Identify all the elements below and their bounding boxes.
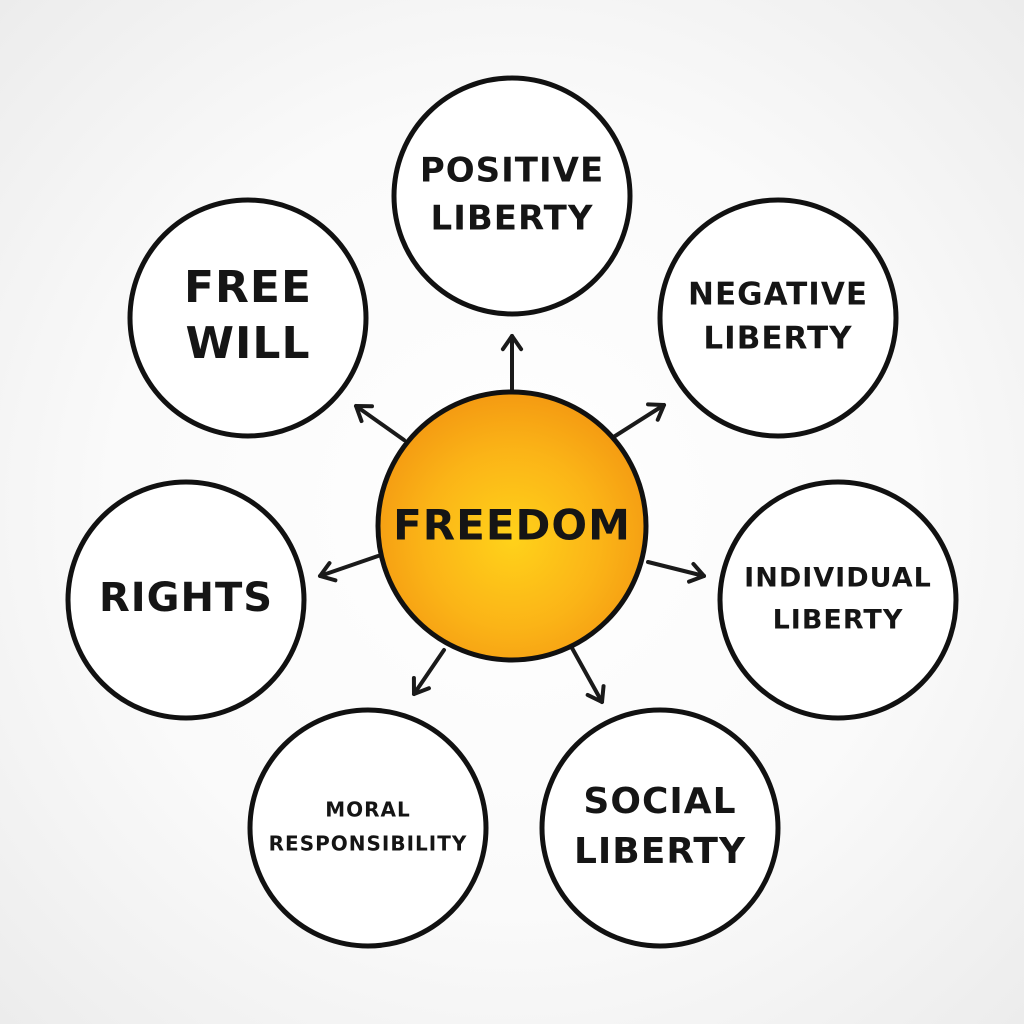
node-label-rights-line-1: RIGHTS <box>99 575 273 621</box>
node-label-positive-liberty-line-2: LIBERTY <box>431 199 594 239</box>
arrow-head-individual-liberty <box>687 561 706 584</box>
node-label-free-will-line-2: WILL <box>186 318 311 369</box>
node-social-liberty: SOCIAL LIBERTY <box>539 707 781 949</box>
node-circle-individual-liberty <box>717 479 959 721</box>
node-label-positive-liberty-line-1: POSITIVE <box>420 151 604 191</box>
arrow-head-social-liberty <box>585 684 606 704</box>
arrow-line-moral-responsibility <box>412 648 446 696</box>
center-label: FREEDOM <box>393 501 631 550</box>
node-circle-free-will <box>127 197 369 439</box>
node-label-negative-liberty-line-2: LIBERTY <box>703 321 852 357</box>
node-label-social-liberty-line-2: LIBERTY <box>574 831 746 872</box>
node-circle-positive-liberty <box>391 75 633 317</box>
arrow-head-free-will <box>354 404 374 424</box>
node-label-moral-responsibility-line-1: MORAL <box>325 798 411 822</box>
node-label-individual-liberty-line-1: INDIVIDUAL <box>744 563 932 594</box>
node-label-negative-liberty-line-1: NEGATIVE <box>688 277 868 313</box>
node-label-social-liberty-line-1: SOCIAL <box>583 781 736 822</box>
arrow-head-rights <box>318 561 338 583</box>
node-circle-rights <box>65 479 307 721</box>
arrow-head-negative-liberty <box>646 402 666 422</box>
node-moral-responsibility: MORAL RESPONSIBILITY <box>247 707 489 949</box>
node-circle-moral-responsibility <box>247 707 489 949</box>
node-circle-social-liberty <box>539 707 781 949</box>
center-node: FREEDOM <box>375 389 649 663</box>
arrow-head-positive-liberty <box>500 334 524 352</box>
center-circle <box>375 389 649 663</box>
node-label-individual-liberty-line-2: LIBERTY <box>773 605 904 636</box>
outer-nodes: POSITIVELIBERTYNEGATIVELIBERTYINDIVIDUAL… <box>65 75 959 949</box>
arrow-line-rights <box>318 554 380 578</box>
node-negative-liberty: NEGATIVE LIBERTY <box>657 197 899 439</box>
connector-arrows <box>318 334 706 704</box>
node-rights: RIGHTS <box>65 479 307 721</box>
arrow-line-social-liberty <box>570 646 604 704</box>
node-circle-negative-liberty <box>657 197 899 439</box>
arrow-line-free-will <box>354 404 406 442</box>
node-label-free-will-line-1: FREE <box>184 262 312 313</box>
arrow-head-moral-responsibility <box>411 676 431 696</box>
arrow-line-negative-liberty <box>610 403 666 440</box>
arrow-line-individual-liberty <box>646 560 706 578</box>
node-individual-liberty: INDIVIDUAL LIBERTY <box>717 479 959 721</box>
node-label-moral-responsibility-line-2: RESPONSIBILITY <box>269 832 468 856</box>
node-positive-liberty: POSITIVE LIBERTY <box>391 75 633 317</box>
